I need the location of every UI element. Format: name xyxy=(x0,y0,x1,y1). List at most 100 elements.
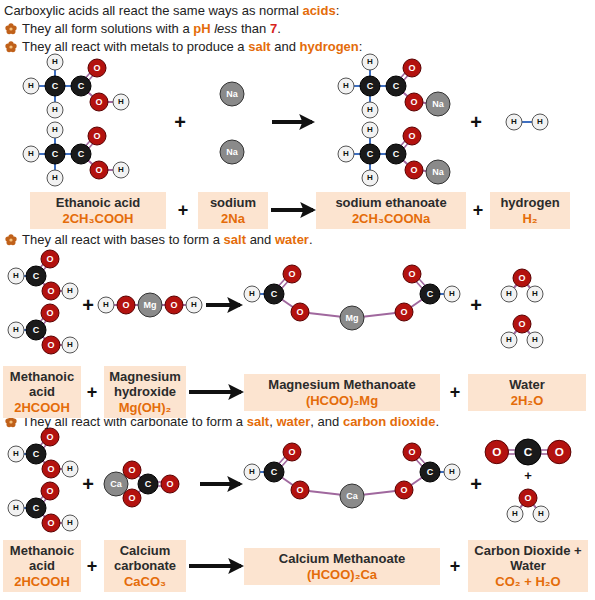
bullet-center xyxy=(9,27,12,30)
bullet-center xyxy=(9,45,12,48)
atom-circle xyxy=(42,336,60,354)
atom-circle xyxy=(123,461,141,479)
atom-circle xyxy=(165,296,183,314)
bullet-text: Carboxylic acids all react the same ways… xyxy=(4,3,339,19)
atom-symbol: C xyxy=(52,150,59,159)
atom-circle xyxy=(220,140,244,164)
atom-symbol: H xyxy=(67,287,73,295)
plus-sign: + xyxy=(473,201,484,219)
atom-symbol: H xyxy=(506,336,512,344)
compound-name: Ethanoic acid xyxy=(34,195,162,210)
atom-symbol: H xyxy=(511,118,517,126)
atom-symbol: H xyxy=(52,126,58,134)
atom-symbol: Ca xyxy=(110,480,122,489)
plus-sign: + xyxy=(178,201,189,219)
compound-formula: 2HCOOH xyxy=(7,400,77,415)
plus-sign: + xyxy=(470,295,482,315)
compound-formula: (HCOO)₂Ca xyxy=(248,567,436,582)
text-run: They all react with bases to form a xyxy=(22,232,220,247)
atom-symbol: Na xyxy=(226,148,238,157)
compound-name: Methanoic acid xyxy=(7,543,77,573)
atom-circle xyxy=(90,93,108,111)
atom-circle xyxy=(8,268,24,284)
compound-box: sodium2Na xyxy=(198,192,268,229)
atom-circle xyxy=(26,444,46,464)
atom-circle xyxy=(426,160,450,184)
atom-circle xyxy=(26,266,46,286)
atom-symbol: C xyxy=(78,150,85,159)
atom-symbol: O xyxy=(122,301,129,310)
atom-symbol: O xyxy=(128,494,135,503)
atom-circle xyxy=(403,127,421,145)
atom-circle xyxy=(47,54,63,70)
atom-circle xyxy=(98,297,114,313)
atom-symbol: O xyxy=(166,480,173,489)
atom-symbol: H xyxy=(118,166,124,174)
atom-circle xyxy=(220,82,244,106)
atom-symbol: C xyxy=(367,82,374,91)
compound-name: Water xyxy=(472,377,582,392)
atom-circle xyxy=(403,59,421,77)
atom-circle xyxy=(338,78,354,94)
bullet-text: They all react with metals to produce as… xyxy=(22,39,362,55)
atom-circle xyxy=(264,284,284,304)
atom-circle xyxy=(47,122,63,138)
atom-symbol: H xyxy=(67,465,73,473)
compound-formula: 2HCOOH xyxy=(7,574,77,589)
atom-circle xyxy=(45,76,65,96)
atom-symbol: C xyxy=(145,480,152,489)
atom-symbol: H xyxy=(449,290,455,298)
atom-circle xyxy=(117,296,135,314)
atom-symbol: H xyxy=(52,106,58,114)
atom-symbol: O xyxy=(93,132,100,141)
atom-symbol: H xyxy=(367,106,373,114)
atom-circle xyxy=(244,464,260,480)
atom-symbol: C xyxy=(33,504,40,513)
atom-symbol: O xyxy=(47,341,54,350)
reaction-arrow xyxy=(206,303,240,307)
text-run: and xyxy=(250,232,272,247)
text-run: They all react with metals to produce a xyxy=(22,39,245,54)
text-run: Carboxylic acids all react the same ways… xyxy=(4,3,299,18)
atom-circle xyxy=(23,146,39,162)
atom-symbol: C xyxy=(33,450,40,459)
text-run: hydrogen xyxy=(300,39,359,54)
bullet-text: They all react with carbonate to form as… xyxy=(22,414,439,430)
atom-circle xyxy=(386,76,406,96)
atom-symbol: H xyxy=(367,126,373,134)
plus-sign: + xyxy=(450,383,461,401)
bullet-icon xyxy=(5,41,16,52)
atom-circle xyxy=(90,161,108,179)
atom-symbol: H xyxy=(537,118,543,126)
atom-circle xyxy=(45,144,65,164)
atom-circle xyxy=(444,464,460,480)
atom-symbol: Na xyxy=(226,90,238,99)
text-run: acids xyxy=(302,3,335,18)
atom-symbol: O xyxy=(555,446,564,458)
atom-symbol: O xyxy=(524,494,531,503)
reaction-arrow xyxy=(271,208,313,212)
reaction-arrow xyxy=(189,564,241,568)
compound-box: Methanoic acid2HCOOH xyxy=(3,540,81,592)
text-run: . xyxy=(435,414,439,429)
atom-circle xyxy=(186,297,202,313)
atom-symbol: O xyxy=(296,308,303,317)
compound-name: Calcium Methanoate xyxy=(248,551,436,566)
text-run: : xyxy=(359,39,363,54)
atom-symbol: O xyxy=(95,98,102,107)
compound-box: Ethanoic acid2CH₃COOH xyxy=(30,192,166,229)
atom-circle xyxy=(506,114,522,130)
atom-circle xyxy=(386,144,406,164)
atom-circle xyxy=(41,428,59,446)
atom-circle xyxy=(26,320,46,340)
compound-name: Magnesium hydroxide xyxy=(108,369,182,399)
atom-symbol: O xyxy=(47,519,54,528)
atom-symbol: H xyxy=(28,82,34,90)
atom-circle xyxy=(71,76,91,96)
atom-symbol: H xyxy=(343,82,349,90)
atom-symbol: H xyxy=(118,98,124,106)
reaction-arrow xyxy=(189,390,241,394)
plus-sign: + xyxy=(524,469,532,482)
atom-circle xyxy=(291,303,309,321)
